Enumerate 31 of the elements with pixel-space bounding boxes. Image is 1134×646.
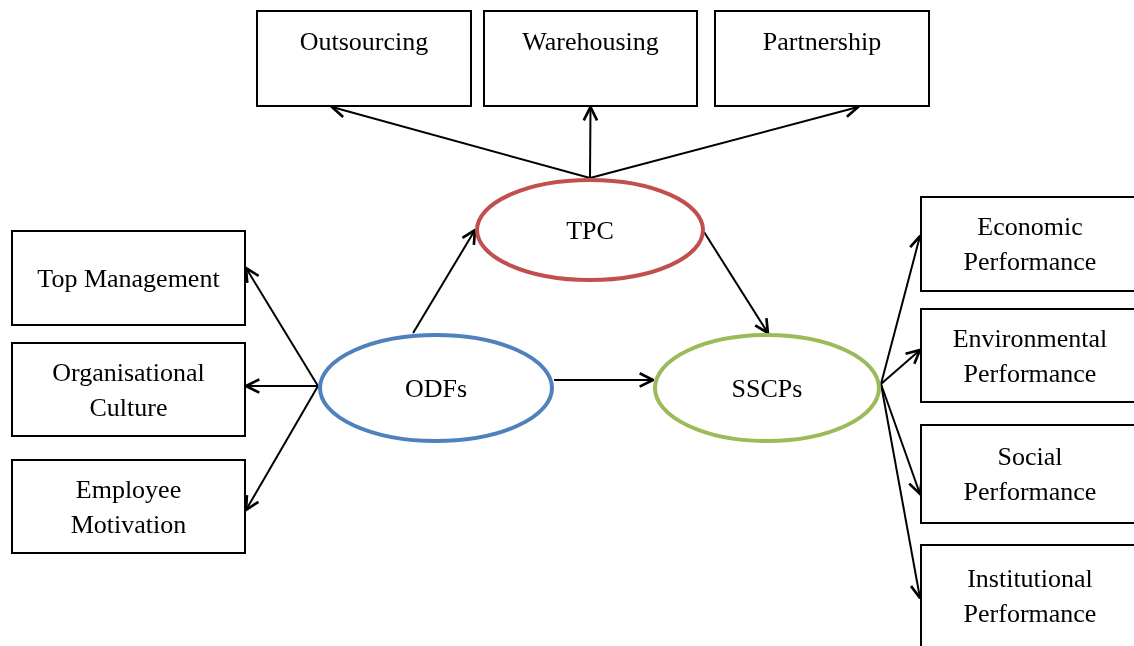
node-label: Outsourcing bbox=[299, 26, 429, 58]
node-label: Institutional Performance bbox=[962, 563, 1098, 630]
text-box bbox=[920, 196, 1134, 292]
node-label: Partnership bbox=[762, 26, 882, 58]
text-box bbox=[920, 544, 1134, 646]
arrow bbox=[412, 228, 477, 334]
node-label: Social Performance bbox=[962, 441, 1098, 508]
node-label: ODFs bbox=[404, 372, 468, 405]
text-box bbox=[11, 459, 246, 554]
ellipse-node bbox=[475, 178, 705, 282]
node-label: Top Management bbox=[37, 262, 220, 295]
node-label: Environmental Performance bbox=[951, 322, 1109, 390]
arrow bbox=[880, 348, 922, 386]
text-box bbox=[920, 424, 1134, 524]
arrow bbox=[553, 371, 655, 388]
node-label: Employee Motivation bbox=[69, 473, 188, 541]
node-label: Economic Performance bbox=[962, 211, 1098, 278]
text-box bbox=[11, 230, 246, 326]
arrow bbox=[703, 231, 770, 335]
ellipse-node bbox=[653, 333, 881, 443]
text-box bbox=[256, 10, 472, 107]
node-label: SSCPs bbox=[731, 372, 803, 405]
arrow bbox=[582, 105, 599, 179]
text-box bbox=[11, 342, 246, 437]
text-box bbox=[714, 10, 930, 107]
text-box bbox=[483, 10, 698, 107]
ellipse-node bbox=[318, 333, 554, 443]
node-label: Organisational Culture bbox=[51, 356, 206, 424]
node-label: Warehousing bbox=[522, 26, 659, 58]
text-box bbox=[920, 308, 1134, 403]
node-label: TPC bbox=[566, 214, 614, 247]
